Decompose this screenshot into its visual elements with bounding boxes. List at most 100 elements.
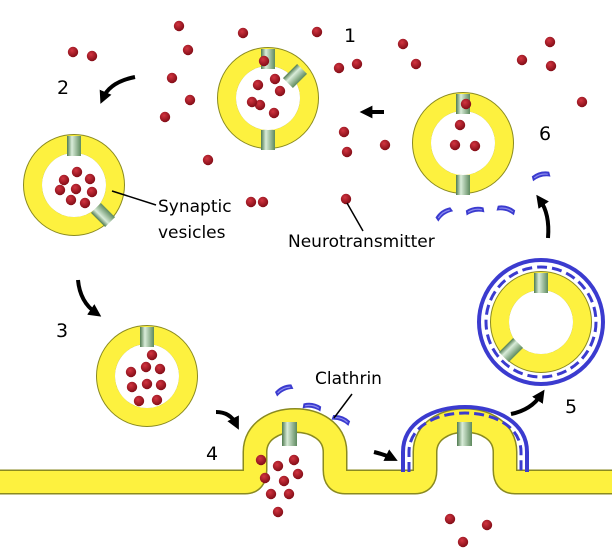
neurotransmitter-dot [151, 394, 163, 406]
arrow-step-2-to-3 [76, 279, 102, 317]
neurotransmitter-dot [202, 154, 214, 166]
neurotransmitter-dot [184, 94, 196, 106]
neurotransmitter-dot [140, 361, 152, 373]
clathrin-coat-budding [401, 405, 529, 472]
step-number-4: 4 [206, 443, 218, 465]
label-neurotransmitter: Neurotransmitter [288, 232, 435, 252]
neurotransmitter-dot [155, 379, 167, 391]
arrow-step-3-to-4 [215, 410, 239, 430]
neurotransmitter-dot [166, 72, 178, 84]
neurotransmitter-dot [272, 460, 284, 472]
clathrin-piece [465, 206, 485, 216]
label-leader-lines [111, 190, 364, 419]
neurotransmitter-dot [70, 183, 82, 195]
neurotransmitter-dot [265, 488, 277, 500]
neurotransmitter-dot [71, 166, 83, 178]
neurotransmitter-dot [444, 513, 456, 525]
neurotransmitter-dot [257, 196, 269, 208]
neurotransmitter-dot [516, 54, 528, 66]
neurotransmitter-dot [545, 60, 557, 72]
vesicle-step-6 [412, 92, 514, 195]
neurotransmitter-dot [245, 196, 257, 208]
clathrin-piece [274, 384, 294, 397]
membrane-channel [457, 422, 472, 446]
neurotransmitter-dot [141, 378, 153, 390]
neurotransmitter-dot [283, 488, 295, 500]
neurotransmitter-dot [460, 98, 472, 110]
neurotransmitter-dot [182, 44, 194, 56]
neurotransmitter-dot [311, 26, 323, 38]
neurotransmitter-dot [54, 184, 66, 196]
neurotransmitter-dot [237, 27, 249, 39]
label-synaptic-vesicles-line2: vesicles [158, 223, 226, 243]
plasma-membrane [0, 408, 612, 495]
arrow-step-4-to-5 [373, 449, 398, 461]
neurotransmitter-dot [159, 111, 171, 123]
neurotransmitter-dot [268, 107, 280, 119]
label-synaptic-vesicles-line1: Synaptic [158, 197, 232, 217]
clathrin-piece [302, 402, 322, 412]
neurotransmitter-dot [410, 58, 422, 70]
vesicle-step-1 [217, 47, 319, 150]
neurotransmitter-dot [86, 50, 98, 62]
neurotransmitter-dot [397, 38, 409, 50]
step-number-5: 5 [565, 396, 577, 418]
neurotransmitter-dot [379, 139, 391, 151]
clathrin-piece [331, 414, 351, 426]
neurotransmitter-dot [125, 366, 137, 378]
neurotransmitter-dot [58, 174, 70, 186]
arrow-step-6-up [536, 194, 551, 239]
neurotransmitter-dot [454, 119, 466, 131]
process-arrows [76, 75, 551, 461]
clathrin-piece [496, 205, 516, 216]
label-clathrin: Clathrin [315, 369, 382, 389]
neurotransmitter-dot [246, 96, 258, 108]
neurotransmitter-dot [252, 79, 264, 91]
neurotransmitter-dot [274, 85, 286, 97]
neurotransmitter-dot [340, 193, 352, 205]
neurotransmitter-dot [254, 99, 266, 111]
clathrin-piece [435, 207, 454, 222]
neurotransmitter-dot [258, 55, 270, 67]
neurotransmitter-dot [351, 58, 363, 70]
neurotransmitter-molecules [54, 20, 588, 548]
step-number-6: 6 [539, 123, 551, 145]
neurotransmitter-dot [269, 73, 281, 85]
neurotransmitter-dot [133, 395, 145, 407]
neurotransmitter-dot [126, 381, 138, 393]
neurotransmitter-dot [65, 194, 77, 206]
step-number-3: 3 [56, 320, 68, 342]
vesicle-step-2 [23, 134, 125, 236]
neurotransmitter-dot [272, 506, 284, 518]
neurotransmitter-dot [292, 468, 304, 480]
neurotransmitter-dot [333, 62, 345, 74]
neurotransmitter-dot [67, 46, 79, 58]
neurotransmitter-dot [457, 536, 469, 548]
neurotransmitter-dot [341, 146, 353, 158]
neurotransmitter-dot [259, 472, 271, 484]
free-clathrin [274, 171, 551, 426]
membrane-channel [282, 422, 297, 446]
step-number-1: 1 [344, 25, 356, 47]
neurotransmitter-dot [449, 139, 461, 151]
neurotransmitter-dot [86, 186, 98, 198]
neurotransmitter-dot [146, 349, 158, 361]
neurotransmitter-dot [481, 519, 493, 531]
neurotransmitter-dot [278, 475, 290, 487]
neurotransmitter-dot [173, 20, 185, 32]
neurotransmitter-dot [84, 173, 96, 185]
neurotransmitter-dot [79, 197, 91, 209]
neurotransmitter-dot [544, 36, 556, 48]
neurotransmitter-dot [469, 140, 481, 152]
neurotransmitter-dot [255, 454, 267, 466]
clathrin-piece [531, 171, 551, 182]
step-number-2: 2 [57, 77, 69, 99]
neurotransmitter-dot [288, 454, 300, 466]
arrow-step-1-to-2 [99, 75, 136, 104]
vesicle-step-5-coated [477, 258, 605, 386]
neurotransmitter-dot [576, 96, 588, 108]
arrow-step-5-to-6 [510, 389, 545, 416]
neurotransmitter-dot [338, 126, 350, 138]
neurotransmitter-dot [154, 363, 166, 375]
